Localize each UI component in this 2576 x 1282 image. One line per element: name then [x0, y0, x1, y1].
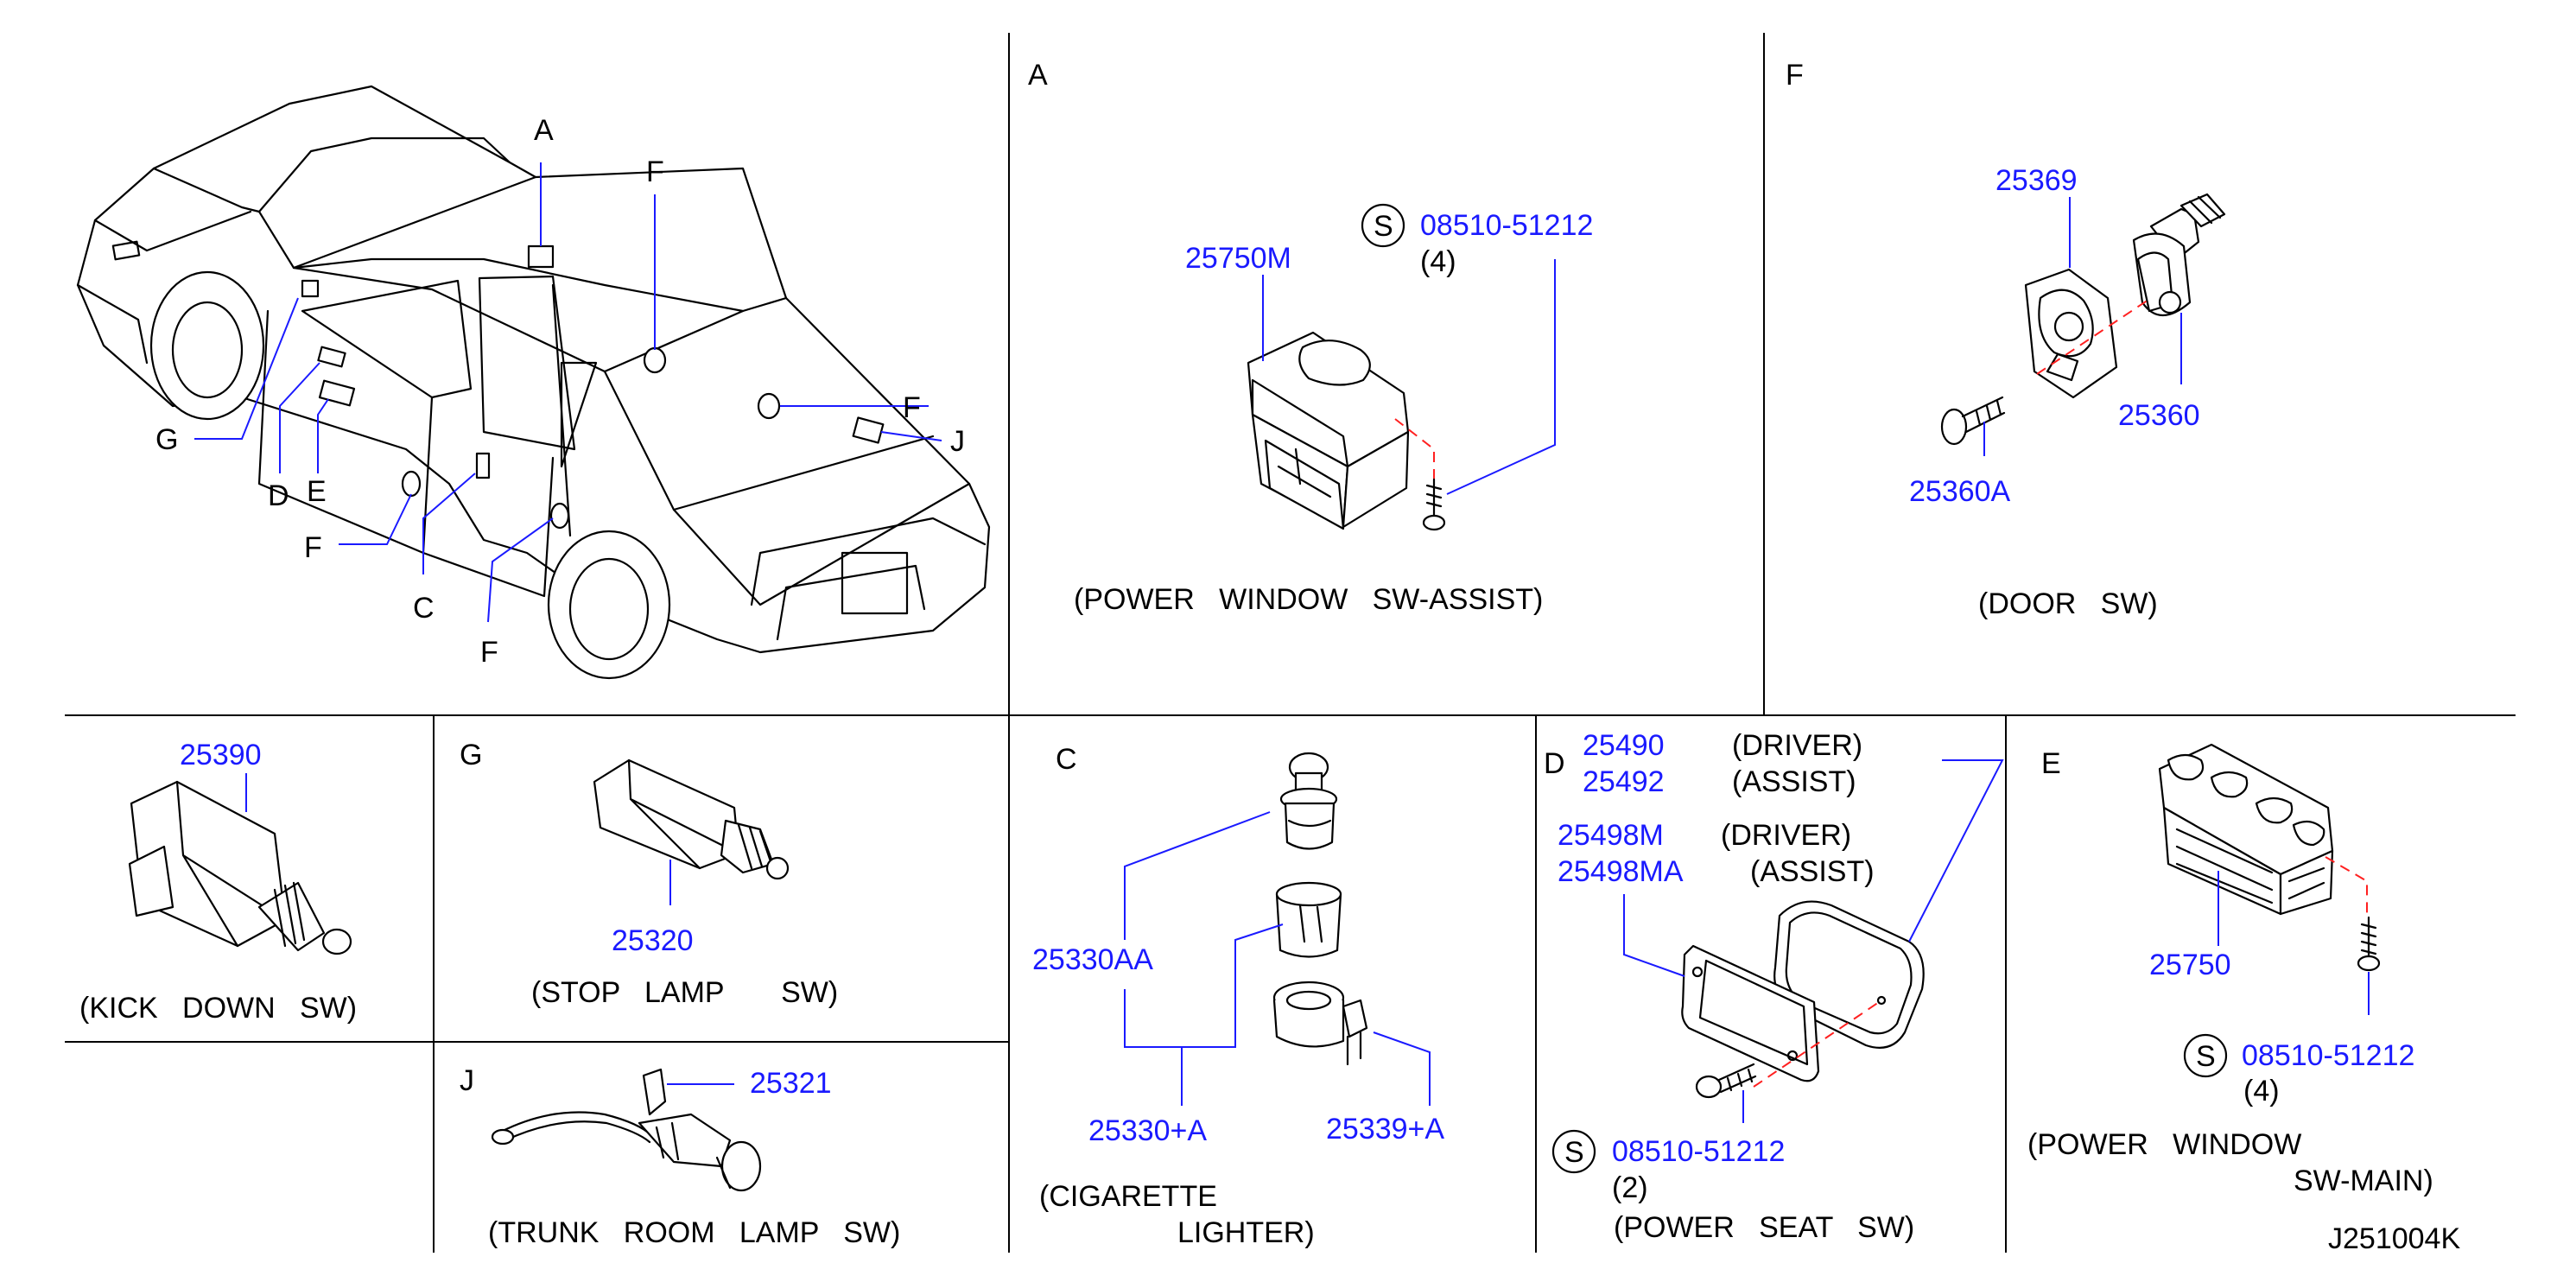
- power-window-switch-main-drawing: [2158, 743, 2334, 916]
- section-kick-down-switch: 25390 (KICK DOWN SW): [79, 739, 357, 1025]
- part-25360: 25360: [2118, 399, 2200, 432]
- callout-a: A: [534, 114, 554, 147]
- callout-g: G: [155, 423, 178, 456]
- kick-down-switch-drawing: [128, 780, 352, 955]
- part-25321: 25321: [750, 1067, 832, 1100]
- caption-d: (POWER SEAT SW): [1614, 1211, 1914, 1244]
- overview-leader-lines: [194, 162, 942, 623]
- part-25360a: 25360A: [1909, 475, 2011, 508]
- part-25330-a: 25330+A: [1088, 1114, 1207, 1147]
- callout-c: C: [413, 592, 435, 625]
- callout-f-front-door: F: [304, 531, 322, 564]
- caption-c-line2: LIGHTER): [1177, 1216, 1315, 1249]
- section-g-stop-lamp-switch: G 25320 (STOP LAMP SW): [460, 739, 838, 1009]
- part-25498ma: 25498MA: [1558, 855, 1684, 888]
- bolt-25360a-drawing: [1940, 396, 2006, 446]
- screw-symbol-a-letter: S: [1374, 210, 1393, 243]
- note-25490: (DRIVER): [1732, 729, 1862, 762]
- section-j-letter: J: [460, 1064, 474, 1097]
- part-25339-a: 25339+A: [1326, 1113, 1444, 1146]
- section-grid: [65, 33, 2516, 1253]
- callout-d: D: [268, 479, 289, 512]
- section-a-letter: A: [1028, 59, 1048, 92]
- car-overview: A F F J G D E F C F: [76, 85, 991, 680]
- caption-c-line1: (CIGARETTE: [1039, 1180, 1217, 1213]
- screw-symbol-d: [1551, 1129, 1596, 1174]
- part-25750: 25750: [2149, 949, 2231, 981]
- screw-symbol-d-letter: S: [1564, 1136, 1584, 1169]
- section-g-letter: G: [460, 739, 482, 771]
- screw-qty-d: (2): [1612, 1171, 1648, 1204]
- part-25320: 25320: [612, 924, 694, 957]
- screw-e-drawing: [2357, 916, 2381, 972]
- door-switch-drawing: [2024, 193, 2226, 399]
- section-c-letter: C: [1056, 743, 1077, 776]
- note-25498ma: (ASSIST): [1750, 855, 1875, 888]
- note-25492: (ASSIST): [1732, 765, 1856, 798]
- callout-f-rear-door: F: [480, 636, 498, 669]
- callout-f-roof: F: [646, 155, 664, 188]
- caption-e-line1: (POWER WINDOW: [2027, 1128, 2301, 1161]
- caption-f: (DOOR SW): [1978, 587, 2158, 620]
- stop-lamp-switch-drawing: [593, 758, 790, 880]
- part-25498m: 25498M: [1558, 819, 1664, 852]
- part-25330aa: 25330AA: [1032, 943, 1153, 976]
- power-window-switch-assist-drawing: [1247, 331, 1410, 530]
- car-body-drawing: [76, 85, 991, 680]
- section-j-trunk-room-lamp-switch: J 25321 (TRUNK ROOM LAMP SW): [460, 1064, 900, 1249]
- screw-qty-a: (4): [1420, 245, 1456, 278]
- part-25750m: 25750M: [1185, 242, 1291, 275]
- part-25490: 25490: [1583, 729, 1665, 762]
- callout-f-rear: F: [903, 391, 921, 424]
- caption-g: (STOP LAMP SW): [531, 976, 838, 1009]
- part-25390: 25390: [180, 739, 262, 771]
- drawing-code: J251004K: [2328, 1222, 2460, 1255]
- note-25498m: (DRIVER): [1721, 819, 1851, 852]
- section-d-letter: D: [1544, 747, 1565, 780]
- caption-e-line2: SW-MAIN): [2294, 1165, 2433, 1197]
- callout-e: E: [307, 475, 327, 508]
- section-c-cigarette-lighter: C 25330AA 25330+A 25339+A (CIGARETTE LIG…: [1032, 743, 1444, 1249]
- section-a-power-window-assist: A S 08510-51212 (4) 25750M (POWER WINDOW…: [1028, 59, 1593, 616]
- part-08510-51212-e: 08510-51212: [2242, 1039, 2414, 1072]
- part-25369: 25369: [1995, 164, 2078, 197]
- part-08510-51212-a: 08510-51212: [1420, 209, 1593, 242]
- power-seat-switch-drawing: [1681, 900, 1925, 1082]
- cigarette-lighter-drawing: [1272, 752, 1368, 1066]
- section-f-door-switch: F 25369 25360 25360A (DOOR SW): [1786, 59, 2226, 620]
- screw-symbol-e: [2183, 1033, 2228, 1078]
- caption-kick-down: (KICK DOWN SW): [79, 992, 357, 1025]
- section-f-letter: F: [1786, 59, 1804, 92]
- screw-d-drawing: [1695, 1063, 1757, 1099]
- part-25492: 25492: [1583, 765, 1665, 798]
- caption-j: (TRUNK ROOM LAMP SW): [488, 1216, 900, 1249]
- part-08510-51212-d: 08510-51212: [1612, 1135, 1785, 1168]
- trunk-room-lamp-switch-drawing: [491, 1068, 762, 1192]
- screw-a-drawing: [1422, 478, 1446, 531]
- screw-symbol-a: [1361, 203, 1405, 248]
- section-d-power-seat-switch: D 25490 (DRIVER) 25492 (ASSIST) 25498M (…: [1544, 729, 2004, 1244]
- screw-symbol-e-letter: S: [2196, 1040, 2216, 1073]
- screw-qty-e: (4): [2243, 1075, 2280, 1107]
- section-e-power-window-main: E 25750 S 08510-51212 (4) (POWER WINDOW …: [2027, 743, 2433, 1197]
- caption-a: (POWER WINDOW SW-ASSIST): [1074, 583, 1543, 616]
- callout-j: J: [950, 425, 965, 458]
- section-e-letter: E: [2041, 747, 2061, 780]
